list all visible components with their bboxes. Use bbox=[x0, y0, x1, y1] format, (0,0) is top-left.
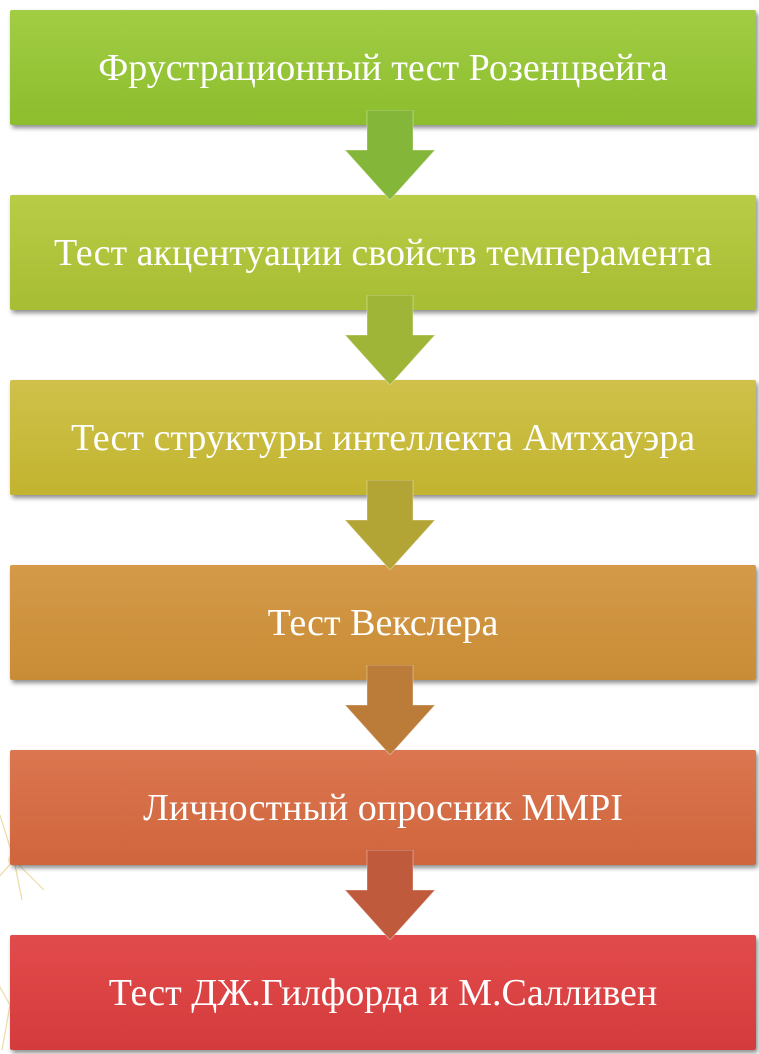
step-label-4: Тест Векслера bbox=[267, 601, 499, 644]
down-arrow-icon-5 bbox=[345, 850, 435, 940]
down-arrow-icon-1 bbox=[345, 110, 435, 200]
step-label-3: Тест структуры интеллекта Амтхауэра bbox=[70, 416, 696, 459]
down-arrow-icon-4 bbox=[345, 665, 435, 755]
step-box-6: Тест ДЖ.Гилфорда и М.Салливен bbox=[10, 935, 756, 1050]
step-label-1: Фрустрационный тест Розенцвейга bbox=[98, 46, 668, 89]
step-box-1: Фрустрационный тест Розенцвейга bbox=[10, 10, 756, 125]
step-box-3: Тест структуры интеллекта Амтхауэра bbox=[10, 380, 756, 495]
step-box-2: Тест акцентуации свойств темперамента bbox=[10, 195, 756, 310]
step-box-4: Тест Векслера bbox=[10, 565, 756, 680]
down-arrow-icon-3 bbox=[345, 480, 435, 570]
down-arrow-icon-2 bbox=[345, 295, 435, 385]
step-label-2: Тест акцентуации свойств темперамента bbox=[54, 231, 712, 274]
step-label-5: Личностный опросник MMPI bbox=[143, 786, 623, 829]
step-box-5: Личностный опросник MMPI bbox=[10, 750, 756, 865]
step-label-6: Тест ДЖ.Гилфорда и М.Салливен bbox=[108, 971, 658, 1014]
